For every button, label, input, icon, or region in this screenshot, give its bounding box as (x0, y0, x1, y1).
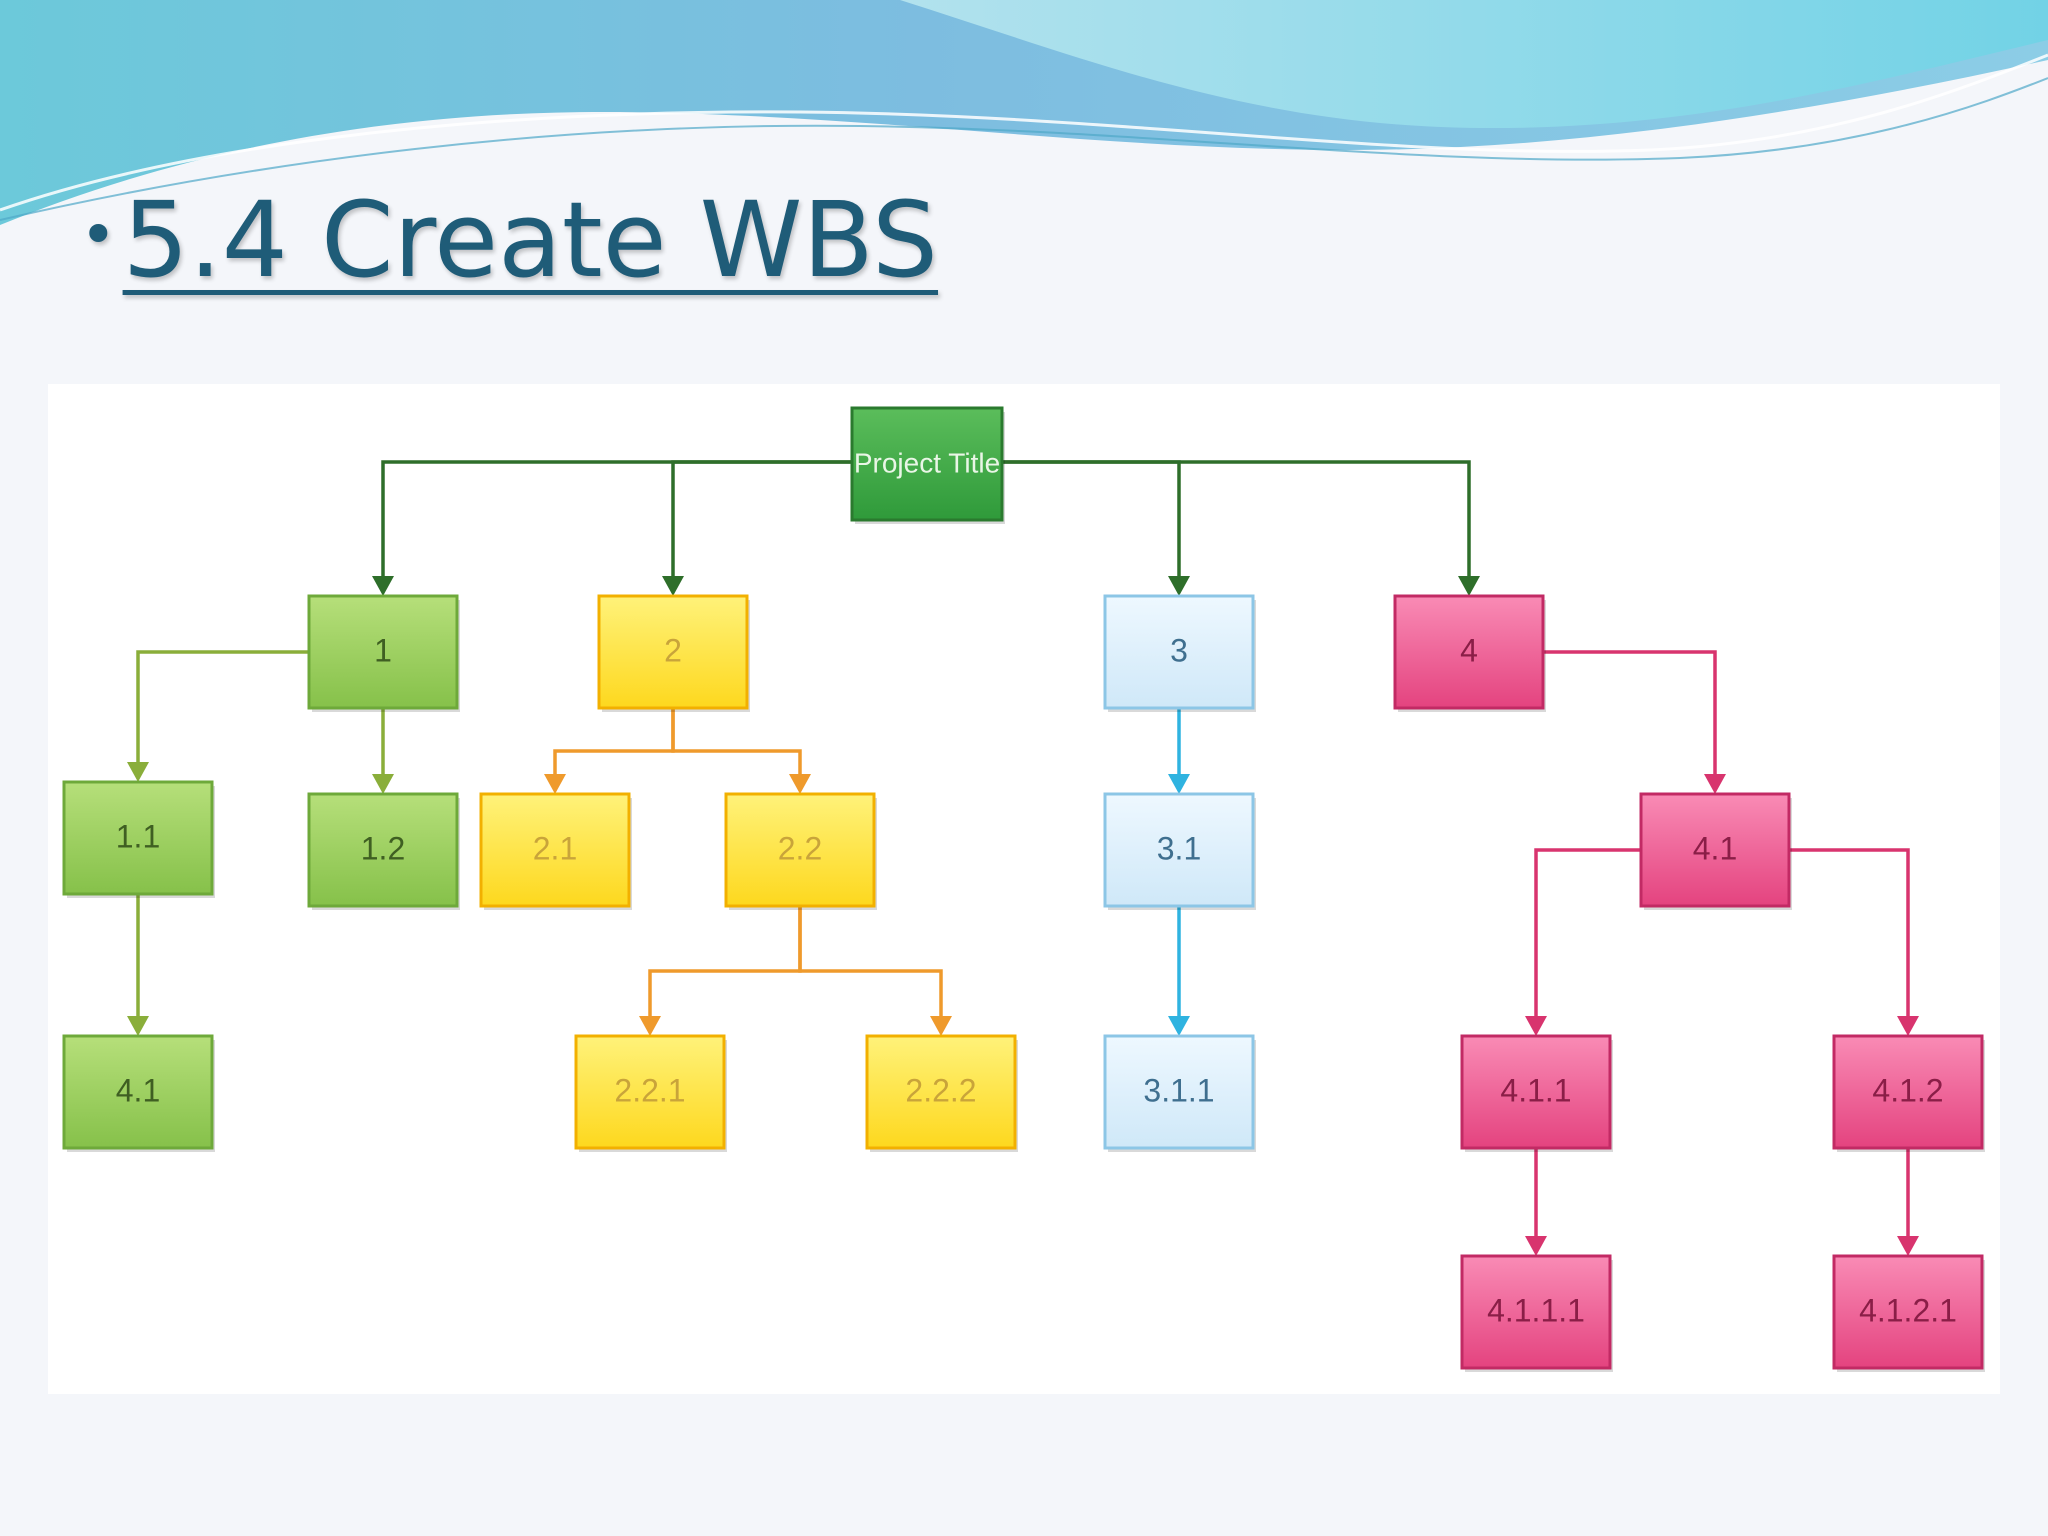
arrowhead-icon (1458, 576, 1480, 596)
connector-n1-to-n11 (136, 650, 309, 764)
arrowhead-icon (544, 774, 566, 794)
node-label: 4.1.2.1 (1859, 1292, 1957, 1328)
node-box (1103, 594, 1255, 710)
node-box (1639, 792, 1791, 908)
connector-n2-to-n22 (671, 708, 802, 776)
node-box (1460, 1254, 1612, 1370)
node-box (479, 792, 631, 908)
node-label: 3.1.1 (1143, 1072, 1214, 1108)
arrowhead-icon (127, 1016, 149, 1036)
connector-n22-to-n221 (648, 906, 802, 1018)
node-label: 3 (1170, 632, 1188, 668)
wbs-node-n21: 2.1 (479, 792, 632, 910)
node-label: 3.1 (1157, 830, 1201, 866)
connector-n2-to-n21 (553, 708, 675, 776)
node-label: 4 (1460, 632, 1478, 668)
node-box (1832, 1254, 1984, 1370)
connector-root-to-n4 (1002, 460, 1471, 578)
arrowhead-icon (1897, 1236, 1919, 1256)
node-label: 2.2.1 (614, 1072, 685, 1108)
wbs-node-n11: 1.1 (62, 780, 215, 898)
node-box (62, 780, 214, 896)
slide-title: •5.4 Create WBS (80, 188, 938, 292)
arrowhead-icon (1704, 774, 1726, 794)
arrowhead-icon (662, 576, 684, 596)
edge-layer (127, 460, 1919, 1256)
wbs-node-n31: 3.1 (1103, 792, 1256, 910)
wbs-node-root: Project Title (850, 406, 1005, 524)
arrowhead-icon (127, 762, 149, 782)
wbs-node-n1: 1 (307, 594, 460, 712)
wbs-node-n4111: 4.1.1.1 (1460, 1254, 1613, 1372)
node-layer: Project Title 1 2 3 4 1.1 1.2 4.1 2.1 2.2 2.2.1 2.2… (62, 406, 1985, 1372)
wbs-node-n4121: 4.1.2.1 (1832, 1254, 1985, 1372)
wbs-node-n311: 3.1.1 (1103, 1034, 1256, 1152)
wbs-node-n3: 3 (1103, 594, 1256, 712)
wbs-node-n4: 4 (1393, 594, 1546, 712)
connector-n4-to-n41 (1543, 650, 1717, 776)
node-label: 1 (374, 632, 392, 668)
arrowhead-icon (1897, 1016, 1919, 1036)
connector-root-to-n1 (381, 460, 852, 578)
wbs-node-n41: 4.1 (1639, 792, 1792, 910)
wbs-node-n12: 1.2 (307, 792, 460, 910)
connector-root-to-n3 (1002, 460, 1181, 578)
node-box (1460, 1034, 1612, 1150)
wbs-node-n2: 2 (597, 594, 750, 712)
arrowhead-icon (639, 1016, 661, 1036)
arrowhead-icon (1168, 1016, 1190, 1036)
node-label: 4.1 (1693, 830, 1737, 866)
node-label: Project Title (854, 447, 1000, 478)
arrowhead-icon (1525, 1236, 1547, 1256)
arrowhead-icon (372, 774, 394, 794)
arrowhead-icon (1168, 774, 1190, 794)
node-box (1393, 594, 1545, 710)
wbs-node-n222: 2.2.2 (865, 1034, 1018, 1152)
node-label: 2.1 (533, 830, 577, 866)
node-label: 4.1.1 (1500, 1072, 1571, 1108)
connector-n41-to-n412 (1789, 848, 1910, 1018)
node-box (62, 1034, 214, 1150)
node-label: 1.1 (116, 818, 160, 854)
connector-root-to-n2 (671, 460, 852, 578)
arrowhead-icon (1168, 576, 1190, 596)
arrowhead-icon (1525, 1016, 1547, 1036)
arrowhead-icon (930, 1016, 952, 1036)
node-label: 2.2 (778, 830, 822, 866)
header-wave-decoration (0, 0, 2048, 225)
slide-title-text: 5.4 Create WBS (122, 179, 939, 301)
connector-n41-to-n411 (1534, 848, 1641, 1018)
arrowhead-icon (789, 774, 811, 794)
node-box (865, 1034, 1017, 1150)
connector-n22-to-n222 (798, 906, 943, 1018)
arrowhead-icon (372, 576, 394, 596)
node-box (307, 594, 459, 710)
wbs-node-n22: 2.2 (724, 792, 877, 910)
node-label: 2.2.2 (905, 1072, 976, 1108)
wbs-node-n221: 2.2.1 (574, 1034, 727, 1152)
node-label: 1.2 (361, 830, 405, 866)
node-box (574, 1034, 726, 1150)
wbs-node-n411: 4.1.1 (1460, 1034, 1613, 1152)
node-label: 4.1.1.1 (1487, 1292, 1585, 1328)
node-box (724, 792, 876, 908)
bullet-icon: • (80, 198, 117, 272)
wbs-node-n41a: 4.1 (62, 1034, 215, 1152)
node-box (1103, 792, 1255, 908)
node-label: 4.1 (116, 1072, 160, 1108)
node-label: 4.1.2 (1872, 1072, 1943, 1108)
node-box (850, 406, 1004, 522)
node-box (597, 594, 749, 710)
node-box (1103, 1034, 1255, 1150)
node-label: 2 (664, 632, 682, 668)
node-box (307, 792, 459, 908)
node-box (1832, 1034, 1984, 1150)
wbs-node-n412: 4.1.2 (1832, 1034, 1985, 1152)
